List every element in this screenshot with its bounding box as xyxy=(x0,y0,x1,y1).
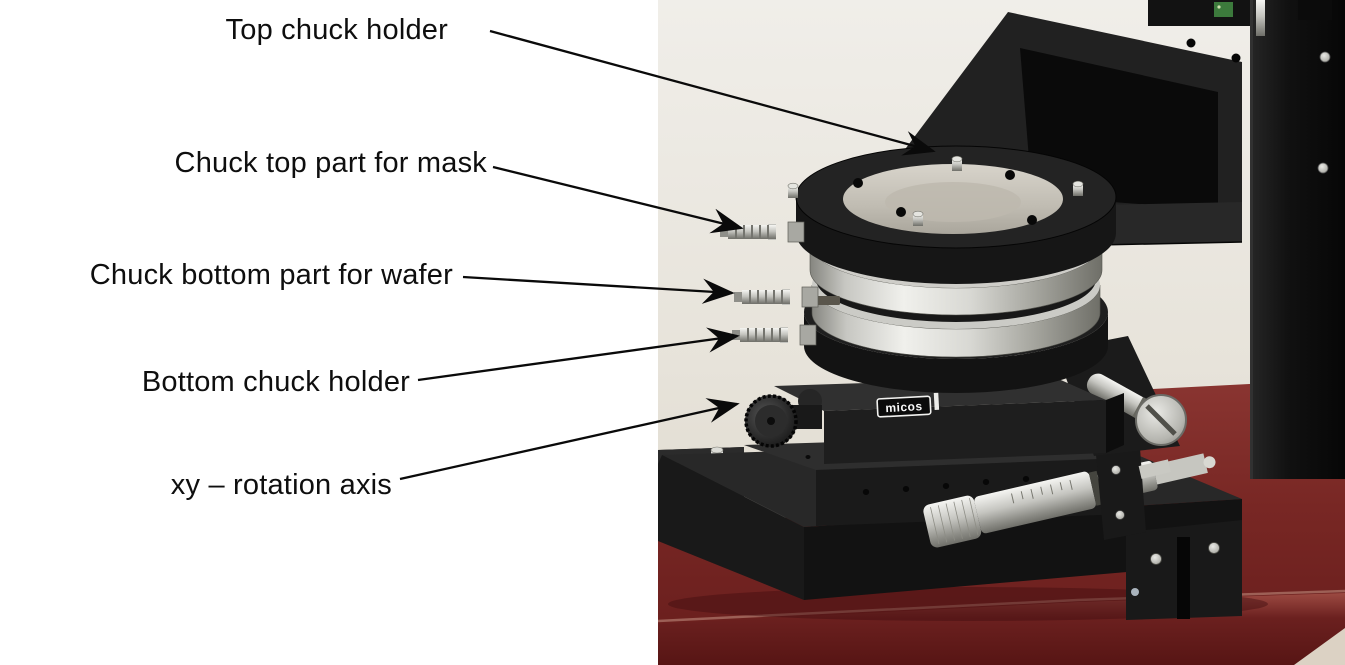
callout-chuck-top-part-mask: Chuck top part for mask xyxy=(174,147,487,179)
xy-rotation-knob xyxy=(744,394,798,448)
vacuum-fitting-mask-chuck xyxy=(720,221,805,243)
callout-xy-rotation-axis: xy – rotation axis xyxy=(170,469,392,501)
vacuum-fitting-bottom-holder xyxy=(732,324,817,346)
callout-bottom-chuck-holder: Bottom chuck holder xyxy=(141,366,410,398)
micos-brand-label: micos xyxy=(876,392,940,418)
z-stage-mechanism xyxy=(1148,0,1250,26)
ring-screws xyxy=(787,155,1084,226)
equipment-photo: micos xyxy=(658,0,1345,665)
vacuum-fitting-wafer-chuck xyxy=(734,286,819,308)
micrometer-clamp xyxy=(1096,448,1146,540)
top-chuck-holder-ring xyxy=(787,145,1117,284)
callout-top-chuck-holder: Top chuck holder xyxy=(225,14,448,46)
floor-corner xyxy=(1294,628,1345,665)
svg-text:micos: micos xyxy=(885,399,923,415)
pcb-green xyxy=(1214,2,1233,17)
callout-chuck-bottom-part-wafer: Chuck bottom part for wafer xyxy=(89,259,453,291)
stand-column xyxy=(1250,0,1345,479)
